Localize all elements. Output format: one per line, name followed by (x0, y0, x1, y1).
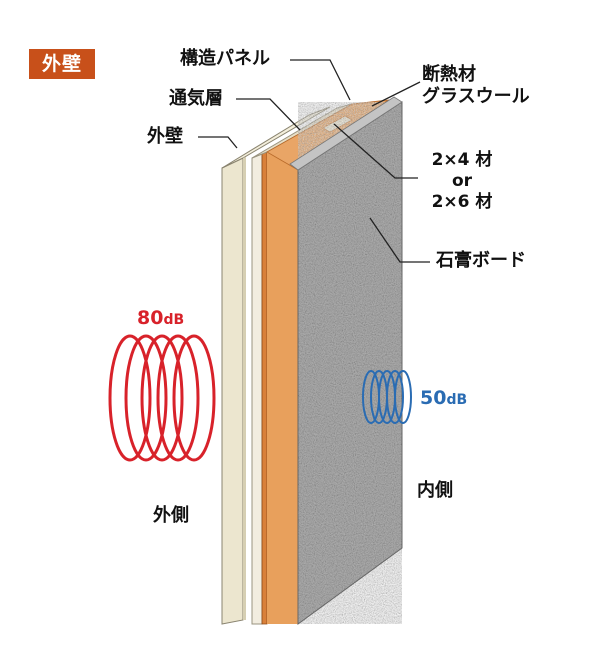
leader-insulation (371, 81, 421, 107)
sound-wave-ring (156, 334, 200, 462)
leader-exterior (198, 136, 238, 149)
label-insulation-line1: 断熱材 (422, 64, 476, 85)
label-insulation-line2: グラスウール (422, 86, 530, 107)
label-stud-line2: 2×6 材 (431, 192, 493, 212)
leader-lines (198, 59, 430, 263)
leader-stud (333, 123, 418, 179)
label-structural-panel: 構造パネル (180, 48, 270, 69)
outside-sound-waves (108, 334, 216, 462)
leader-gypsum (369, 217, 430, 263)
label-outside: 外側 (153, 505, 189, 526)
label-gypsum-board: 石膏ボード (436, 250, 526, 271)
label-stud-line1: 2×4 材 (431, 150, 493, 170)
label-stud: 2×4 材 or 2×6 材 (422, 150, 502, 213)
exterior-wall-badge: 外壁 (29, 49, 95, 79)
label-air-layer: 通気層 (169, 88, 223, 109)
label-insulation: 断熱材 グラスウール (422, 64, 530, 108)
sound-wave-ring (172, 334, 216, 462)
inside-db-label: 50dB (420, 387, 467, 409)
leader-air-layer (236, 98, 301, 131)
sound-wave-ring (386, 370, 404, 424)
inside-db-unit: dB (446, 392, 468, 408)
insulation-layer (266, 99, 390, 624)
inside-db-value: 50 (420, 387, 447, 409)
sound-wave-ring (108, 334, 152, 462)
outside-db-label: 80dB (137, 307, 184, 329)
sound-wave-ring (394, 370, 412, 424)
inside-sound-waves (362, 370, 412, 424)
sound-wave-ring (124, 334, 168, 462)
outside-db-value: 80 (137, 307, 164, 329)
sound-wave-ring (140, 334, 184, 462)
outside-db-unit: dB (163, 312, 185, 328)
label-stud-or: or (451, 171, 473, 191)
exterior-siding (221, 106, 331, 625)
label-exterior-wall: 外壁 (147, 126, 183, 147)
gypsum-board (289, 96, 403, 625)
leader-structural-panel (290, 59, 351, 101)
label-inside: 内側 (417, 480, 453, 501)
